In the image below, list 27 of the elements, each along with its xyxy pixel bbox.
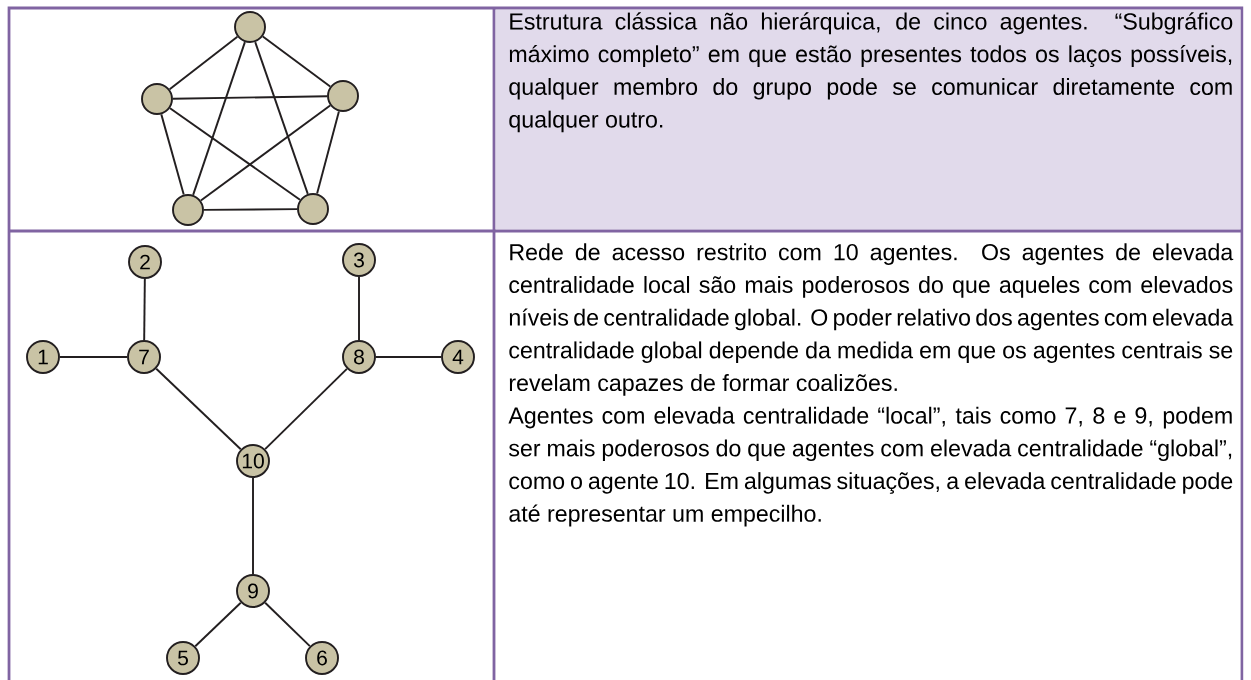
connection-line bbox=[252, 477, 254, 575]
connection-line bbox=[169, 107, 301, 201]
agent-circle bbox=[234, 11, 266, 43]
connection-line bbox=[254, 41, 309, 195]
agent-circle bbox=[327, 80, 359, 112]
connection-line bbox=[155, 367, 242, 451]
description-cell: Estrutura clássica não hierárquica, de cinco agentes. “Subgráfico máximo completo” em que estão presentes todos os laços possíveis, qualquer membro do grupo pode se comunicar diretamente com qualquer outro. bbox=[496, 10, 1240, 229]
description-text: Agentes com elevada centralidade “local”, tais como 7, 8 e 9, podem ser mais poderosos do que agentes com elevada centralidade “global”, como o agente 10. Em algumas situações, a elevada centralidade pode até representar um empecilho. bbox=[508, 406, 1233, 527]
connection-line bbox=[203, 208, 298, 211]
connection-line bbox=[261, 35, 332, 88]
connection-line bbox=[194, 601, 242, 648]
connection-line bbox=[172, 95, 328, 100]
connection-line bbox=[264, 367, 348, 451]
agent-circle bbox=[172, 194, 204, 226]
connection-line bbox=[160, 113, 185, 196]
description-text: Rede de acesso restrito com 10 agentes. Os agentes de elevada centralidade local são mais poderosos do que aqueles com elevados níveis de centralidade global. O poder relativo dos agentes com elevada centralidade global depende da medida em que os agentes centrais se revelam capazes de formar coalizões. bbox=[509, 243, 1234, 396]
connection-line bbox=[59, 356, 128, 358]
connection-line bbox=[264, 601, 311, 648]
connection-line bbox=[316, 110, 340, 195]
agent-circle bbox=[141, 83, 173, 115]
connection-line bbox=[199, 104, 332, 202]
connection-line bbox=[143, 278, 146, 341]
connection-line bbox=[375, 356, 442, 358]
agent-circle bbox=[297, 193, 329, 225]
connection-line bbox=[358, 276, 360, 341]
connection-line bbox=[168, 35, 239, 91]
connection-line bbox=[192, 41, 246, 196]
